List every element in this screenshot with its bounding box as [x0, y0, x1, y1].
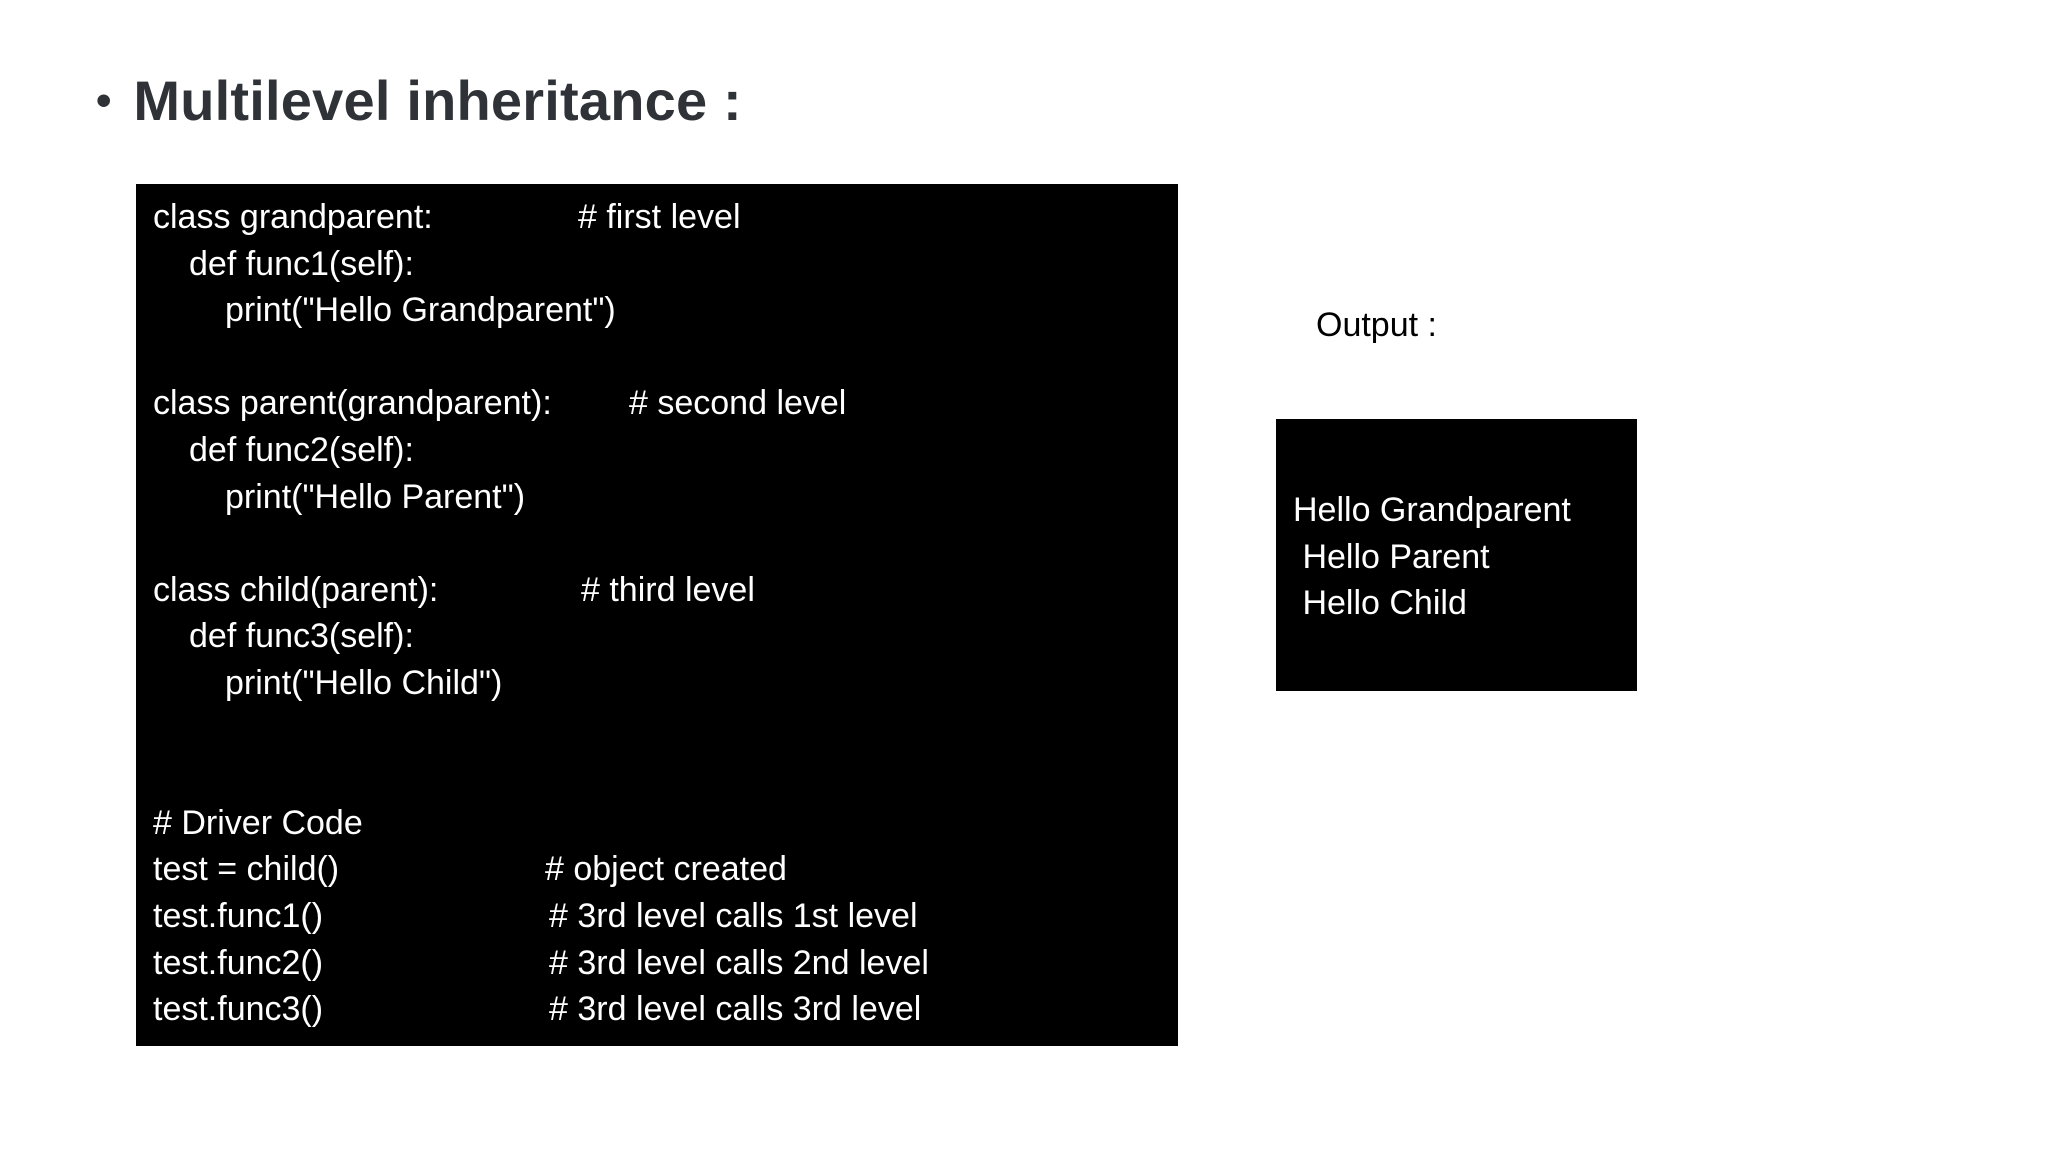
code-line [153, 334, 1178, 381]
slide-title: Multilevel inheritance : [133, 69, 742, 132]
code-text: test.func3() [153, 990, 324, 1029]
code-block: class grandparent: # first level def func1… [136, 184, 1178, 1046]
code-line: print("Hello Parent") [153, 474, 1178, 521]
code-comment: # 3rd level calls 3rd level [549, 990, 922, 1029]
code-text: # Driver Code [153, 803, 363, 842]
bullet-icon: • [96, 75, 112, 125]
code-line [153, 520, 1178, 567]
code-text: print("Hello Parent") [225, 477, 526, 516]
code-line: print("Hello Grandparent") [153, 287, 1178, 334]
code-line: def func2(self): [153, 427, 1178, 474]
code-line: test = child() # object created [153, 846, 1178, 893]
code-line: # Driver Code [153, 800, 1178, 847]
code-text: test.func1() [153, 896, 324, 935]
code-line [153, 707, 1178, 754]
code-text: class parent(grandparent): [153, 384, 552, 423]
code-text: def func2(self): [189, 430, 414, 469]
code-line [153, 753, 1178, 800]
code-comment: # object created [545, 850, 787, 889]
code-text: test = child() [153, 850, 340, 889]
output-line: Hello Child [1293, 584, 1467, 623]
code-text: class child(parent): [153, 570, 439, 609]
code-line: class child(parent): # third level [153, 567, 1178, 614]
output-block: Hello Grandparent Hello Parent Hello Chi… [1276, 419, 1637, 691]
output-line: Hello Grandparent [1293, 491, 1571, 529]
code-text: test.func2() [153, 943, 324, 982]
code-comment: # third level [581, 570, 755, 609]
code-comment: # first level [578, 198, 741, 236]
code-line: class parent(grandparent): # second level [153, 380, 1178, 427]
code-text: def func3(self): [189, 617, 414, 656]
code-text: class grandparent: [153, 198, 433, 236]
code-comment: # 3rd level calls 2nd level [549, 943, 929, 982]
code-line: def func3(self): [153, 613, 1178, 660]
output-label: Output : [1316, 306, 1437, 344]
code-comment: # second level [629, 384, 847, 423]
code-text: print("Hello Grandparent") [225, 291, 616, 330]
code-line: class grandparent: # first level [153, 194, 1178, 241]
code-line: test.func1() # 3rd level calls 1st level [153, 893, 1178, 940]
output-line: Hello Parent [1293, 537, 1490, 576]
code-comment: # 3rd level calls 1st level [549, 896, 918, 935]
code-text: print("Hello Child") [225, 663, 503, 702]
code-line: test.func3() # 3rd level calls 3rd level [153, 986, 1178, 1033]
code-line: test.func2() # 3rd level calls 2nd level [153, 940, 1178, 987]
code-line: def func1(self): [153, 241, 1178, 288]
title-row: • Multilevel inheritance : [96, 70, 742, 132]
code-text: def func1(self): [189, 244, 414, 283]
code-line: print("Hello Child") [153, 660, 1178, 707]
